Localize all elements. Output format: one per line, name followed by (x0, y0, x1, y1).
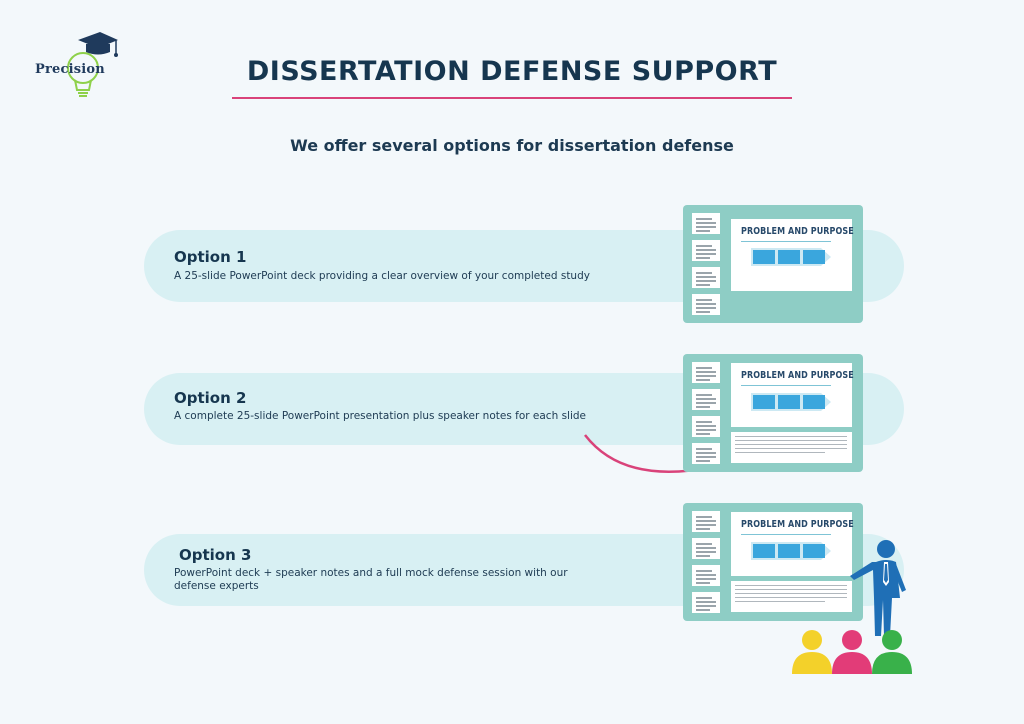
presenter-icon (850, 540, 906, 636)
slide-heading: PROBLEM AND PURPOSE (741, 225, 854, 237)
precision-logo: Precision (28, 30, 120, 100)
slide-thumbnail (692, 362, 720, 383)
slide-thumbnail (692, 511, 720, 532)
slide-thumbnail (692, 416, 720, 437)
option-3-description: PowerPoint deck + speaker notes and a fu… (174, 567, 568, 592)
slide-mockup-2: PROBLEM AND PURPOSE (683, 354, 863, 472)
slide-thumbnail (692, 443, 720, 464)
slide-mockup-1: PROBLEM AND PURPOSE (683, 205, 863, 323)
slide-thumbnail (692, 538, 720, 559)
slide-thumbnail (692, 213, 720, 234)
lightbulb-graduation-cap-icon (67, 32, 118, 97)
audience-icon (792, 630, 912, 674)
speaker-notes-panel (731, 432, 852, 463)
option-2-title: Option 2 (174, 389, 247, 407)
slide-heading: PROBLEM AND PURPOSE (741, 518, 854, 530)
slide-main-panel: PROBLEM AND PURPOSE (731, 363, 854, 427)
option-1-title: Option 1 (174, 248, 247, 266)
slide-thumbnail (692, 240, 720, 261)
title-underline (232, 97, 792, 99)
slide-thumbnail (692, 389, 720, 410)
process-arrow-icon (751, 248, 831, 266)
slide-thumbnail (692, 565, 720, 586)
slide-thumbnail (692, 592, 720, 613)
page-title: DISSERTATION DEFENSE SUPPORT (246, 56, 778, 87)
option-3-title: Option 3 (179, 546, 252, 564)
slide-thumbnail (692, 294, 720, 315)
logo-text: Precision (35, 62, 105, 77)
slide-main-panel: PROBLEM AND PURPOSE (731, 512, 854, 576)
process-arrow-icon (751, 393, 831, 411)
option-1-description: A 25-slide PowerPoint deck providing a c… (174, 270, 590, 282)
process-arrow-icon (751, 542, 831, 560)
slide-thumbnail (692, 267, 720, 288)
option-2-description: A complete 25-slide PowerPoint presentat… (174, 410, 586, 422)
slide-mockup-3: PROBLEM AND PURPOSE (683, 503, 863, 621)
slide-main-panel: PROBLEM AND PURPOSE (731, 219, 854, 291)
slide-heading: PROBLEM AND PURPOSE (741, 369, 854, 381)
speaker-notes-panel (731, 581, 852, 612)
page-subtitle: We offer several options for dissertatio… (290, 136, 734, 155)
